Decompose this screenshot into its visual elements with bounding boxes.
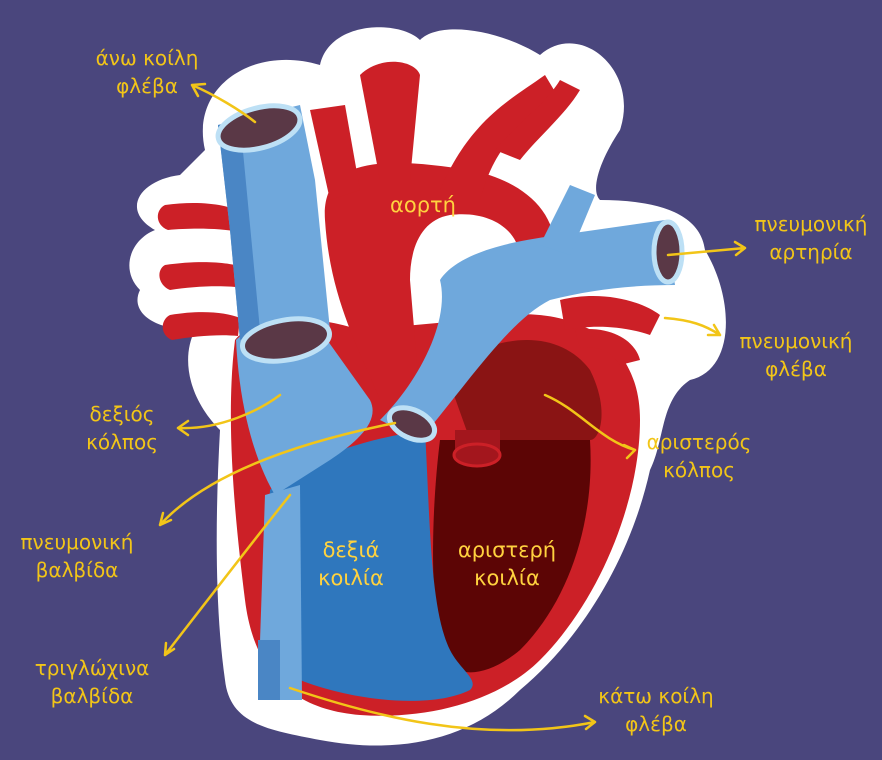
right-pulmonary-branch: [159, 262, 245, 290]
label-pulmonary-vein: πνευμονική φλέβα: [740, 327, 853, 383]
pulmonary-artery-opening: [654, 222, 682, 282]
label-tricuspid-valve: τριγλώχινα βαλβίδα: [35, 654, 150, 710]
label-right-ventricle: δεξιά κοιλία: [318, 536, 384, 592]
label-ivc: κάτω κοίλη φλέβα: [598, 682, 713, 738]
label-aorta: αορτή: [390, 191, 456, 219]
aorta-opening: [454, 444, 500, 466]
ivc-shade: [258, 640, 280, 700]
label-pulmonary-valve: πνευμονική βαλβίδα: [21, 528, 134, 584]
label-pulmonary-artery: πνευμονική αρτηρία: [755, 210, 868, 266]
label-left-atrium: αριστερός κόλπος: [647, 428, 752, 484]
label-left-ventricle: αριστερή κοιλία: [458, 536, 556, 592]
label-right-atrium: δεξιός κόλπος: [86, 400, 158, 456]
label-svc: άνω κοίλη φλέβα: [96, 44, 199, 100]
